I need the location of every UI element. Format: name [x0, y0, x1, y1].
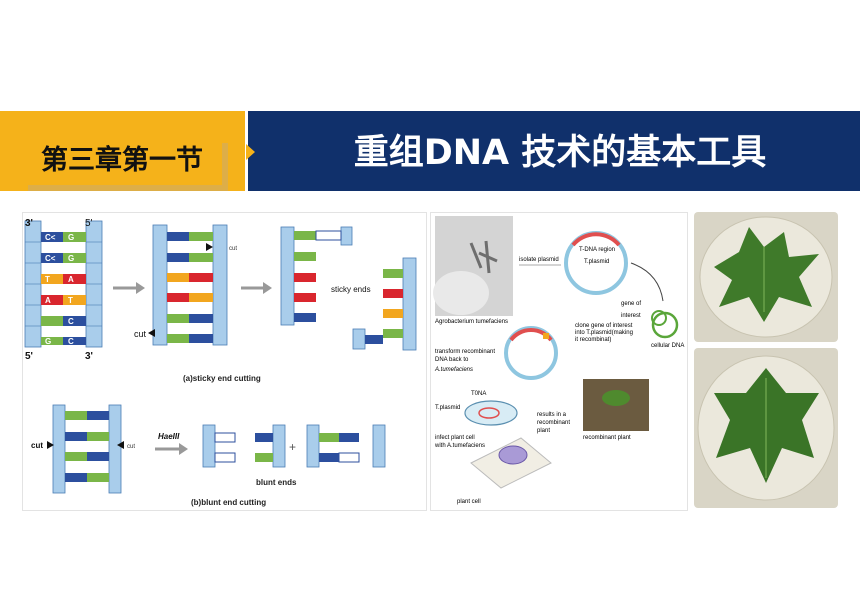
petri-dish-bottom-drawing [697, 355, 835, 501]
banner-arrow-icon [246, 144, 255, 160]
base-label: C< [45, 233, 56, 242]
strand-label-5-bottom: 5' [25, 351, 33, 362]
dna-double-strand-blunt [47, 404, 124, 494]
clone-gene-label: clone gene of interest [575, 323, 633, 329]
tplasmid-label: T.plasmid [584, 259, 609, 265]
gene-of-interest-label: interest [621, 313, 641, 319]
base-label: G [68, 254, 74, 263]
sticky-caption: (a)sticky end cutting [183, 374, 261, 383]
petri-dish-top-drawing [699, 216, 833, 338]
cellular-dna-coil [651, 310, 667, 326]
cut-label-blunt-right: cut [127, 444, 135, 450]
results-label: results in a [537, 412, 567, 418]
tdna-region-label: T-DNA region [579, 247, 615, 253]
isolate-plasmid-label: isolate plasmid [519, 257, 559, 263]
slide-title: 重组DNA 技术的基本工具 [353, 133, 767, 173]
base-label: A [45, 296, 51, 305]
agrobacterium-label: Agrobacterium tumefaciens [435, 319, 508, 325]
sticky-end-fragment-left [280, 226, 353, 326]
plus-sign: + [289, 440, 296, 454]
agrobacterium-cell [464, 400, 518, 426]
sticky-end-fragment-right [352, 257, 417, 351]
plant-leaf [602, 390, 630, 406]
results-label: plant [537, 428, 550, 434]
process-arrow-icon [113, 282, 145, 294]
header-band-navy [245, 111, 860, 191]
blunt-end-fragment-right [306, 424, 386, 468]
blunt-ends-label: blunt ends [256, 478, 297, 487]
sticky-ends-label: sticky ends [331, 285, 371, 294]
clone-gene-label: into T.plasmid(making [575, 330, 633, 336]
strand-label-3-top: 3' [25, 218, 33, 229]
section-label: 第三章第一节 [22, 137, 222, 185]
base-label: C [68, 317, 74, 326]
strand-label-5-top: 5' [85, 218, 93, 229]
results-label: recombinant [537, 420, 570, 426]
transform-label: transform recombinant [435, 349, 495, 355]
leaf-shape [714, 227, 819, 322]
enzyme-label: HaeIII [158, 432, 180, 441]
base-label: A [68, 275, 74, 284]
gene-of-interest-label: gene of [621, 301, 641, 307]
micrograph-cell [433, 271, 489, 315]
process-arrow-icon [155, 443, 188, 455]
tdna-label-2: T0NA [471, 391, 486, 397]
process-arrow-icon [241, 282, 272, 294]
base-label: G [45, 337, 51, 346]
tplasmid-label-2: T.plasmid [435, 405, 460, 411]
tdna-region-arc [571, 232, 621, 247]
transformation-diagram: Agrobacterium tumefaciens isolate plasmi… [433, 216, 684, 505]
dna-double-strand-2 [148, 224, 228, 346]
recombinant-plant-label: recombinant plant [583, 435, 631, 441]
cut-label-blunt-left: cut [31, 441, 43, 450]
petri-dish-photo-top [694, 212, 838, 342]
base-label: G [68, 233, 74, 242]
dna-cutting-diagram: 3' 5' 5' 3' C< C< T A G G G A T C C [24, 218, 417, 507]
curve-arrow [630, 262, 664, 302]
micrograph-bacteria [469, 240, 498, 274]
petri-dish-photo-bottom [694, 348, 838, 508]
dna-double-strand-1 [24, 220, 103, 348]
blunt-caption: (b)blunt end cutting [191, 498, 266, 507]
plant-cell-label: plant cell [457, 499, 481, 505]
cut-label-top: cut [229, 246, 237, 252]
dna-cutting-figure: 3' 5' 5' 3' C< C< T A G G G A T C C [22, 212, 427, 511]
plant-cell-nucleus [498, 445, 528, 465]
clone-gene-label: it recombinat) [575, 337, 611, 343]
base-label: C [68, 337, 74, 346]
base-label: T [68, 296, 73, 305]
transform-label: DNA back to [435, 357, 469, 363]
transform-label: A.tumefaciens [434, 367, 473, 373]
blunt-end-fragment-left [202, 424, 286, 468]
cut-label-bottom: cut [134, 329, 147, 339]
transformation-figure: Agrobacterium tumefaciens isolate plasmi… [430, 212, 688, 511]
cellular-dna-label: cellular DNA [651, 343, 684, 349]
gene-insert [543, 333, 549, 339]
strand-label-3-bottom: 3' [85, 351, 93, 362]
cell-plasmid [478, 407, 500, 419]
base-label: C< [45, 254, 56, 263]
infect-label: with A.tumefaciens [434, 443, 485, 449]
base-label: T [45, 275, 50, 284]
infect-label: infect plant cell [435, 435, 475, 441]
